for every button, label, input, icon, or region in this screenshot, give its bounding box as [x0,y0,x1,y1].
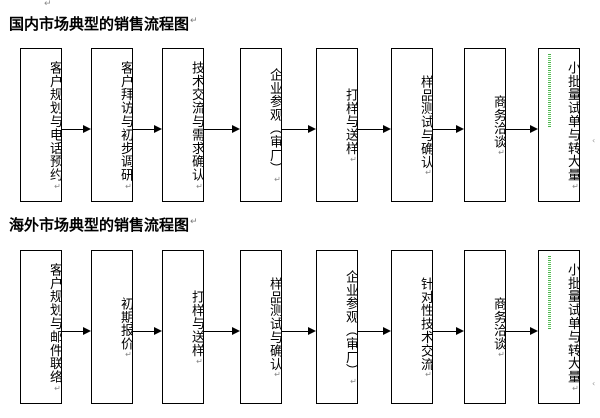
flow-arrow-domestic-5-6 [358,125,391,134]
flow-row-domestic: 客户规划与电话预约↵ 客户拜访与初步调研↵ 技术交流与需求确认↵ 企业参观（审厂… [0,48,600,204]
page-edge-mark-bottom: ‹ [592,379,596,388]
flow-arrow-domestic-3-4 [204,125,240,134]
flow-arrow-domestic-6-7 [433,125,464,134]
flow-box-domestic-7[interactable]: 商务洽谈↵ [464,48,506,202]
flow-row-overseas: 客户规划与邮件联络↵ 初期报价↵ 打样与送样↵ 样品测试与确认↵ 企业参观（审厂… [0,250,600,406]
flow-box-overseas-4[interactable]: 样品测试与确认↵ [240,250,282,404]
flow-box-label: 打样与送样↵ [343,88,358,164]
paragraph-mark: ↵ [190,217,198,227]
flow-box-label: 客户规划与邮件联络↵ [47,263,62,393]
flow-arrow-overseas-4-5 [282,327,316,336]
section-title-overseas: 海外市场典型的销售流程图↵ [9,218,198,233]
page-edge-mark-top: ‹ [592,136,596,145]
flow-box-label: 样品测试与确认↵ [418,74,433,178]
flow-arrow-domestic-4-5 [282,125,316,134]
flow-arrow-overseas-6-7 [433,327,464,336]
flow-box-label: 样品测试与确认↵ [267,276,282,380]
flow-box-overseas-1[interactable]: 客户规划与邮件联络↵ [20,250,62,404]
flow-box-label: 客户拜访与初步调研↵ [118,61,133,191]
section-title-domestic-text: 国内市场典型的销售流程图 [9,15,190,33]
flow-arrow-overseas-3-4 [204,327,240,336]
flow-box-label: 针对性技术交流↵ [418,276,433,380]
flow-arrow-domestic-2-3 [133,125,162,134]
flow-box-overseas-5[interactable]: 企业参观（审厂）↵ [316,250,358,404]
flow-arrow-domestic-7-8 [506,125,538,134]
section-title-overseas-text: 海外市场典型的销售流程图 [9,216,190,234]
flow-box-overseas-6[interactable]: 针对性技术交流↵ [391,250,433,404]
flow-box-domestic-4[interactable]: 企业参观（审厂）↵ [240,48,282,202]
flow-box-label: 商务洽谈↵ [491,296,506,360]
flow-box-label: 初期报价↵ [118,296,133,360]
flow-box-label: 小批量试单与转大量↵ [565,263,580,393]
flow-box-domestic-6[interactable]: 样品测试与确认↵ [391,48,433,202]
flow-box-label: 打样与送样↵ [189,290,204,366]
flow-box-label: 小批量试单与转大量↵ [565,61,580,191]
paragraph-mark: ↵ [190,16,198,26]
section-title-domestic: 国内市场典型的销售流程图↵ [9,17,198,32]
flow-box-label: 商务洽谈↵ [491,94,506,158]
flow-box-label: 技术交流与需求确认↵ [189,61,204,191]
flow-arrow-overseas-5-6 [358,327,391,336]
flow-box-label: 企业参观（审厂）↵ [267,67,282,185]
flow-box-domestic-3[interactable]: 技术交流与需求确认↵ [162,48,204,202]
flow-arrow-overseas-1-2 [62,327,91,336]
flow-box-overseas-2[interactable]: 初期报价↵ [91,250,133,404]
flow-box-overseas-8[interactable]: 小批量试单与转大量↵ [538,250,580,404]
flow-arrow-overseas-2-3 [133,327,162,336]
stray-paragraph-mark: ↵ [44,0,52,9]
flow-box-domestic-5[interactable]: 打样与送样↵ [316,48,358,202]
flow-box-domestic-1[interactable]: 客户规划与电话预约↵ [20,48,62,202]
flow-arrow-overseas-7-8 [506,327,538,336]
flow-arrow-domestic-1-2 [62,125,91,134]
flow-box-domestic-8[interactable]: 小批量试单与转大量↵ [538,48,580,202]
flow-box-domestic-2[interactable]: 客户拜访与初步调研↵ [91,48,133,202]
flow-box-label: 企业参观（审厂）↵ [343,269,358,387]
flow-box-overseas-3[interactable]: 打样与送样↵ [162,250,204,404]
flow-box-label: 客户规划与电话预约↵ [47,61,62,191]
flow-box-overseas-7[interactable]: 商务洽谈↵ [464,250,506,404]
